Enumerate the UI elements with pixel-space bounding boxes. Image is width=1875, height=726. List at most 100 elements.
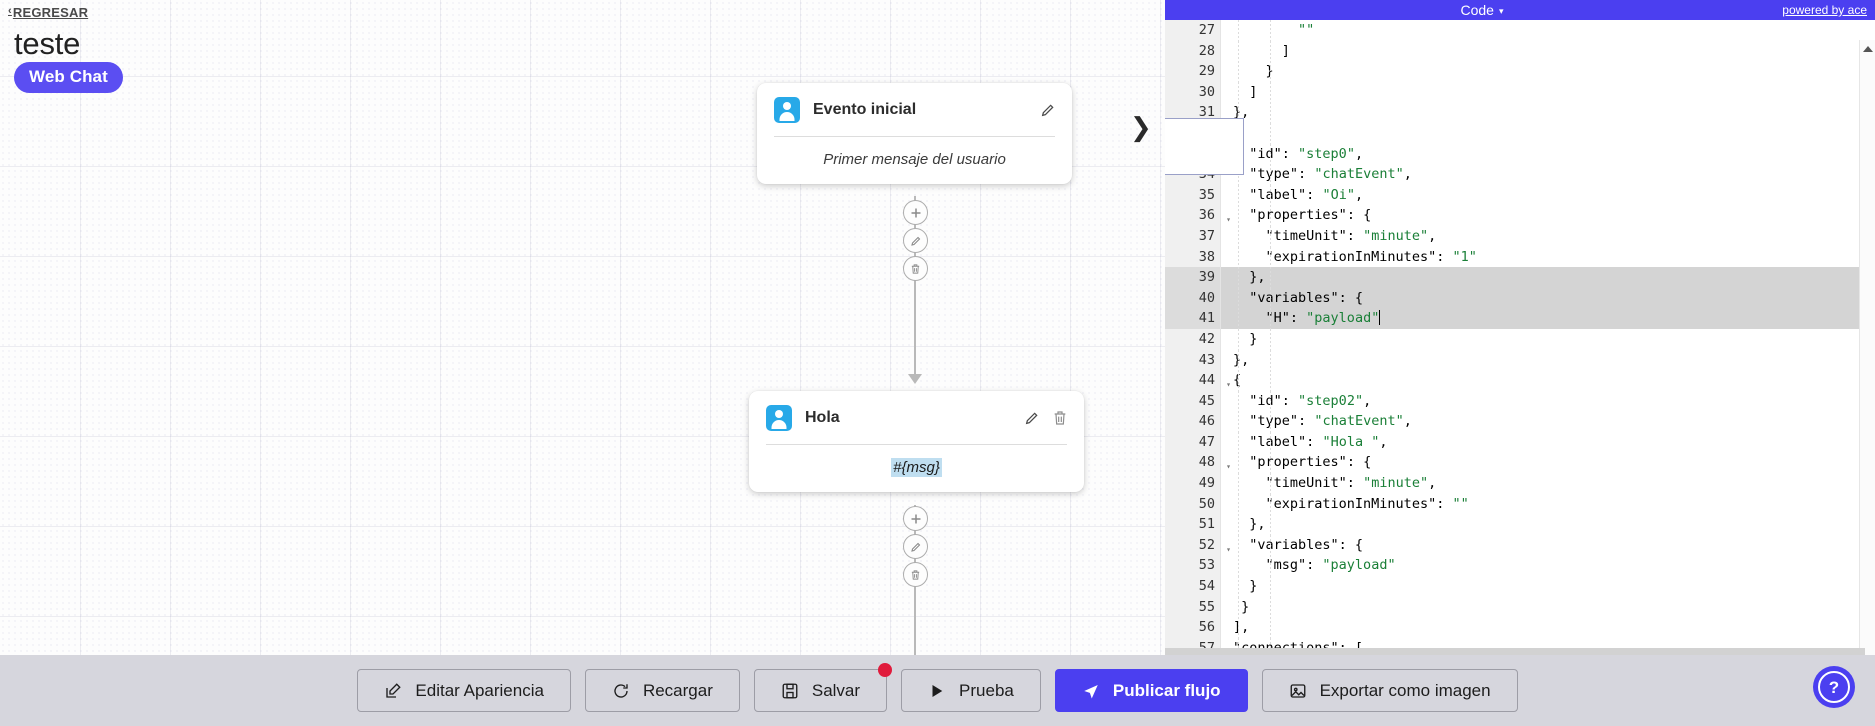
code-line-text: "variables": { [1221,534,1875,556]
line-number: 37 [1165,225,1221,247]
fold-toggle-icon[interactable]: ▾ [1226,462,1231,472]
code-line[interactable]: 30 ] [1165,81,1875,103]
line-number: 30 [1165,81,1221,103]
help-button[interactable]: ? [1813,666,1855,708]
code-line[interactable]: 55 } [1165,596,1875,618]
line-number: 51 [1165,514,1221,535]
edge-initial-to-hola [914,196,916,378]
edit-icon[interactable] [1024,410,1040,426]
line-number: 44▾ [1165,370,1231,391]
toolbar-button-exportar-como-imagen[interactable]: Exportar como imagen [1261,669,1518,712]
code-line[interactable]: 50 "expirationInMinutes": "" [1165,493,1875,515]
editor-vertical-scrollbar[interactable] [1859,40,1875,655]
code-line-text: "id": "step0", [1221,143,1875,165]
toolbar-button-label: Editar Apariencia [415,680,544,700]
code-line-text: } [1221,576,1875,597]
code-line[interactable]: 31}, [1165,102,1875,123]
back-link[interactable]: ‹ REGRESAR [8,5,88,20]
plus-icon[interactable] [903,506,928,531]
fold-toggle-icon[interactable]: ▾ [1226,215,1231,225]
question-mark-icon: ? [1818,671,1850,703]
code-line-text: "properties": { [1221,452,1875,473]
delete-icon[interactable] [1052,410,1068,426]
save-icon [782,683,798,698]
code-line-text: } [1221,61,1875,82]
node-controls-2[interactable] [903,506,928,590]
node-title: Hola [805,409,840,426]
code-line[interactable]: 39 }, [1165,267,1875,288]
fold-chevron-icon[interactable]: ❯ [1130,113,1152,143]
code-line[interactable]: 41 "H": "payload" [1165,308,1875,329]
flow-node-evento-inicial[interactable]: Evento inicial Primer mensaje del usuari… [757,83,1072,184]
code-line-text: "properties": { [1221,205,1875,226]
code-dropdown[interactable]: Code ▾ [1461,2,1504,18]
code-line[interactable]: 29 } [1165,61,1875,82]
plus-icon[interactable] [903,200,928,225]
code-line[interactable]: 35 "label": "Oi", [1165,184,1875,206]
line-number: 40▾ [1165,287,1231,309]
code-line[interactable]: 49 "timeUnit": "minute", [1165,473,1875,494]
code-line-text: }, [1221,267,1875,288]
code-line[interactable]: 32▾{ [1165,122,1875,144]
code-line[interactable]: 48▾ "properties": { [1165,452,1875,474]
code-line[interactable]: 37 "timeUnit": "minute", [1165,225,1875,247]
scroll-up-arrow-icon[interactable] [1863,46,1873,52]
toolbar-button-editar-apariencia[interactable]: Editar Apariencia [357,669,571,712]
code-line[interactable]: 42 } [1165,328,1875,350]
code-line[interactable]: 40▾ "variables": { [1165,287,1875,309]
toolbar-button-label: Recargar [642,680,713,700]
line-number: 56 [1165,617,1221,638]
pencil-icon[interactable] [903,228,928,253]
code-line-text: "variables": { [1221,287,1875,309]
code-line[interactable]: 27 "" [1165,20,1875,41]
chevron-down-icon: ▾ [1498,5,1504,16]
toolbar-button-recargar[interactable]: Recargar [584,669,740,712]
node-body: #{msg} [749,445,1084,492]
code-editor[interactable]: 27 ""28 ]29 }30 ]31},32▾{33 "id": "step0… [1165,20,1875,655]
code-line[interactable]: 51 }, [1165,514,1875,535]
toolbar-button-publicar-flujo[interactable]: Publicar flujo [1054,669,1248,712]
toolbar-button-prueba[interactable]: Prueba [901,669,1041,712]
powered-by-link[interactable]: powered by ace [1782,3,1867,17]
fold-toggle-icon[interactable]: ▾ [1226,380,1231,390]
fold-widget[interactable] [1165,118,1244,175]
line-number: 46 [1165,411,1221,432]
node-controls-1[interactable] [903,200,928,284]
user-icon [766,405,792,431]
trash-icon[interactable] [903,256,928,281]
code-line[interactable]: 52▾ "variables": { [1165,534,1875,556]
code-line[interactable]: 46 "type": "chatEvent", [1165,411,1875,432]
line-number: 28 [1165,40,1221,62]
code-panel[interactable]: Code ▾ powered by ace 27 ""28 ]29 }30 ]3… [1165,0,1875,655]
code-line[interactable]: 33 "id": "step0", [1165,143,1875,165]
code-line[interactable]: 54 } [1165,576,1875,597]
code-line-text: "msg": "payload" [1221,555,1875,576]
code-line[interactable]: 43}, [1165,349,1875,371]
flow-canvas[interactable]: ‹ REGRESAR teste Web Chat Evento inicial… [0,0,1165,655]
code-line[interactable]: 47 "label": "Hola ", [1165,431,1875,453]
code-line[interactable]: 45 "id": "step02", [1165,390,1875,412]
code-line[interactable]: 36▾ "properties": { [1165,205,1875,226]
back-link-label: REGRESAR [12,5,89,20]
code-line-text: }, [1221,102,1875,123]
code-line[interactable]: 53 "msg": "payload" [1165,555,1875,577]
flow-node-hola[interactable]: Hola #{msg} [749,391,1084,492]
code-line[interactable]: 38 "expirationInMinutes": "1" [1165,246,1875,268]
rocket-icon [1084,684,1098,698]
toolbar-button-salvar[interactable]: Salvar [753,663,893,712]
code-line-text: { [1221,370,1875,391]
channel-badge: Web Chat [14,62,123,93]
code-line-text: "timeUnit": "minute", [1221,473,1875,494]
code-line-text: ], [1221,617,1875,638]
editor-horizontal-scrollbar[interactable] [1165,648,1865,655]
edit-square-icon [386,682,402,698]
code-line[interactable]: 56], [1165,617,1875,638]
trash-icon[interactable] [903,562,928,587]
pencil-icon[interactable] [903,534,928,559]
code-line[interactable]: 28 ] [1165,40,1875,62]
edit-icon[interactable] [1040,102,1056,118]
code-line[interactable]: 34 "type": "chatEvent", [1165,164,1875,185]
fold-toggle-icon[interactable]: ▾ [1226,544,1231,554]
code-line[interactable]: 44▾{ [1165,370,1875,391]
